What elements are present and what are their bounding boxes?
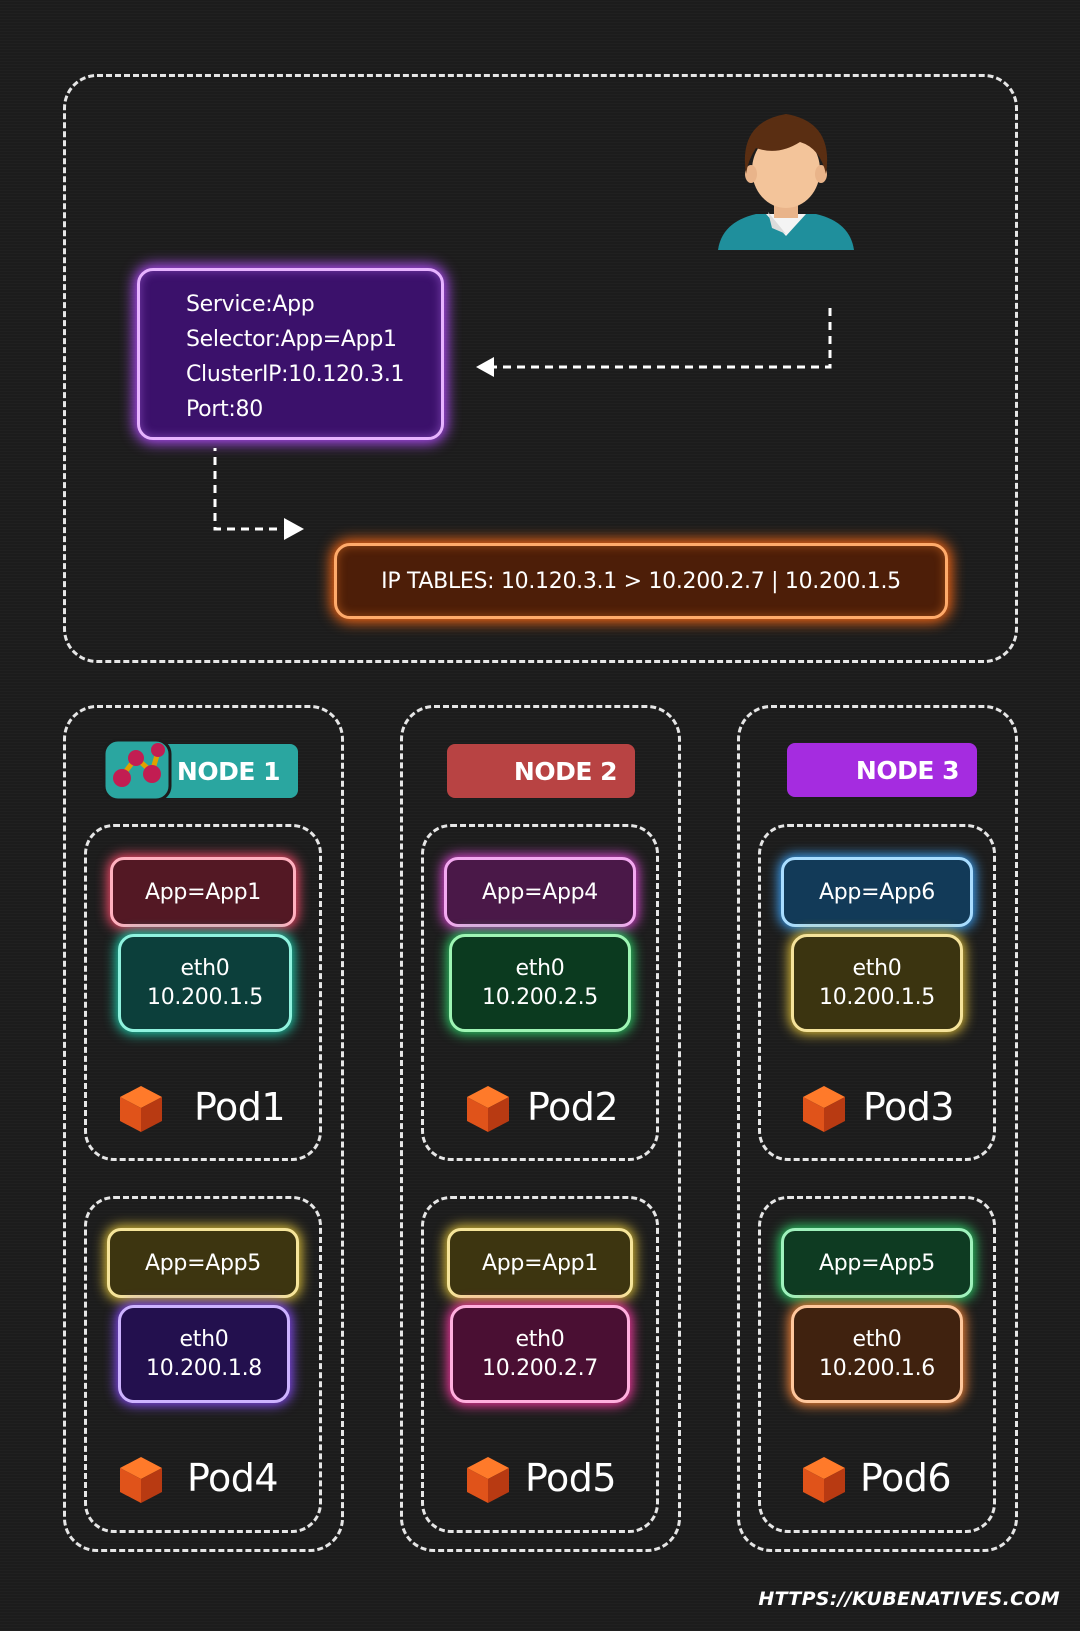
cube-icon <box>803 1457 845 1503</box>
pod-1-app-label: App=App1 <box>110 857 296 927</box>
cube-icon <box>467 1457 509 1503</box>
node-1-label: NODE 1 <box>176 756 281 786</box>
service-selector-line: Selector:App=App1 <box>186 327 397 352</box>
service-cluster-container <box>63 74 1018 663</box>
pod-3-app-label: App=App6 <box>781 857 973 927</box>
cube-icon <box>120 1086 162 1132</box>
pod-6-eth-name: eth0 <box>852 1327 902 1352</box>
pod-6-ip: 10.200.1.6 <box>819 1356 935 1381</box>
graph-nodes-icon <box>102 738 172 802</box>
pod-2-interface: eth0 10.200.2.5 <box>449 934 631 1032</box>
node-3-container <box>737 705 1018 1552</box>
arrow-left-icon <box>476 308 832 377</box>
pod-5-eth-name: eth0 <box>515 1327 565 1352</box>
pod-6-name: Pod6 <box>860 1456 952 1500</box>
pod-2-ip: 10.200.2.5 <box>482 985 598 1010</box>
pod-5-ip: 10.200.2.7 <box>482 1356 598 1381</box>
pod-6-interface: eth0 10.200.1.6 <box>791 1305 963 1403</box>
pod-3-name: Pod3 <box>863 1085 955 1129</box>
footer-url[interactable]: HTTPS://KUBENATIVES.COM <box>758 1588 1060 1610</box>
pod-1-container <box>84 824 322 1161</box>
node-2-container <box>400 705 681 1552</box>
pod-2-eth-name: eth0 <box>515 956 565 981</box>
node-2-badge: NODE 2 <box>447 744 635 798</box>
pod-3-container <box>758 824 996 1161</box>
pod-4-name: Pod4 <box>187 1456 279 1500</box>
pod-2-container <box>421 824 659 1161</box>
node-3-label: NODE 3 <box>855 755 960 785</box>
arrow-right-icon <box>213 448 304 540</box>
pod-5-container <box>421 1196 659 1533</box>
user-avatar-icon <box>718 114 854 250</box>
pod-1-interface: eth0 10.200.1.5 <box>118 934 292 1032</box>
iptables-box: IP TABLES: 10.120.3.1 > 10.200.2.7 | 10.… <box>334 543 948 619</box>
pod-2-app-label: App=App4 <box>444 857 636 927</box>
pod-6-app-label: App=App5 <box>781 1228 973 1298</box>
cube-icon <box>120 1457 162 1503</box>
pod-5-interface: eth0 10.200.2.7 <box>450 1305 630 1403</box>
pod-4-interface: eth0 10.200.1.8 <box>118 1305 290 1403</box>
service-clusterip-line: ClusterIP:10.120.3.1 <box>186 362 405 387</box>
pod-3-ip: 10.200.1.5 <box>819 985 935 1010</box>
pod-2-name: Pod2 <box>527 1085 619 1129</box>
pod-4-ip: 10.200.1.8 <box>146 1356 262 1381</box>
pod-5-app-label: App=App1 <box>447 1228 633 1298</box>
service-port-line: Port:80 <box>186 397 263 422</box>
pod-4-eth-name: eth0 <box>179 1327 229 1352</box>
cube-icon <box>803 1086 845 1132</box>
service-definition-box: Service:App Selector:App=App1 ClusterIP:… <box>137 268 444 440</box>
node-3-badge: NODE 3 <box>787 743 977 797</box>
pod-3-interface: eth0 10.200.1.5 <box>791 934 963 1032</box>
cube-icon <box>467 1086 509 1132</box>
pod-1-name: Pod1 <box>194 1085 286 1129</box>
pod-1-eth-name: eth0 <box>180 956 230 981</box>
node-1-container <box>63 705 344 1552</box>
pod-6-container <box>758 1196 996 1533</box>
pod-4-app-label: App=App5 <box>107 1228 299 1298</box>
pod-4-container <box>84 1196 322 1533</box>
iptables-text: IP TABLES: 10.120.3.1 > 10.200.2.7 | 10.… <box>381 568 901 594</box>
pod-3-eth-name: eth0 <box>852 956 902 981</box>
pod-5-name: Pod5 <box>525 1456 617 1500</box>
pod-1-ip: 10.200.1.5 <box>147 985 263 1010</box>
service-name-line: Service:App <box>186 292 315 317</box>
node-2-label: NODE 2 <box>513 756 618 786</box>
